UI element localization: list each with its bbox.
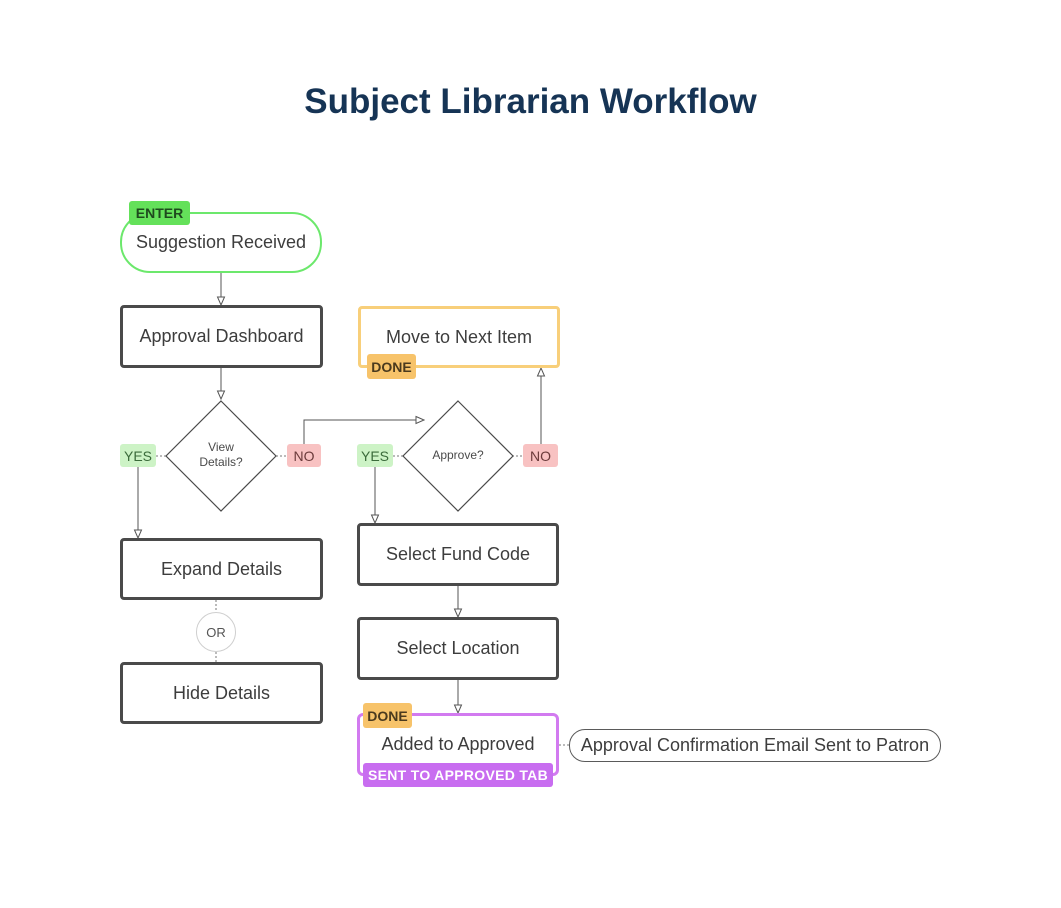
approval-dashboard-node: Approval Dashboard	[120, 305, 323, 368]
view-details-diamond	[165, 400, 277, 512]
expand-details-label: Expand Details	[160, 558, 283, 579]
move-next-item-label: Move to Next Item	[385, 326, 533, 347]
approve-label: Approve?	[423, 448, 493, 463]
hide-details-label: Hide Details	[172, 682, 271, 703]
view-details-label: View Details?	[186, 440, 256, 470]
diagram-title: Subject Librarian Workflow	[304, 82, 757, 121]
approval-dashboard-label: Approval Dashboard	[139, 326, 304, 346]
select-location-node: Select Location	[357, 617, 559, 680]
enter-tag: ENTER	[129, 201, 190, 225]
select-fund-code-label: Select Fund Code	[385, 544, 531, 564]
added-to-approved-label: Added to Approved	[381, 734, 535, 754]
arrow-no-to-approve	[303, 420, 424, 445]
select-fund-code-node: Select Fund Code	[357, 523, 559, 586]
done-tag-approved: DONE	[363, 703, 412, 728]
view-details-text: View Details?	[199, 440, 243, 469]
yes-tag-right: YES	[357, 444, 393, 467]
email-confirmation-label: Approval Confirmation Email Sent to Patr…	[580, 735, 930, 755]
approve-diamond	[402, 400, 514, 512]
or-connector: OR	[196, 612, 236, 652]
no-tag-right: NO	[523, 444, 558, 467]
yes-tag-left: YES	[120, 444, 156, 467]
done-tag-next-item: DONE	[367, 354, 416, 379]
approve-text: Approve?	[432, 448, 484, 462]
suggestion-received-label: Suggestion Received	[135, 232, 307, 252]
expand-details-node: Expand Details	[120, 538, 323, 600]
no-tag-left: NO	[287, 444, 321, 467]
hide-details-node: Hide Details	[120, 662, 323, 724]
select-location-label: Select Location	[396, 638, 520, 658]
email-confirmation-note: Approval Confirmation Email Sent to Patr…	[569, 729, 941, 762]
sent-to-approved-tab-tag: SENT TO APPROVED TAB	[363, 763, 553, 787]
